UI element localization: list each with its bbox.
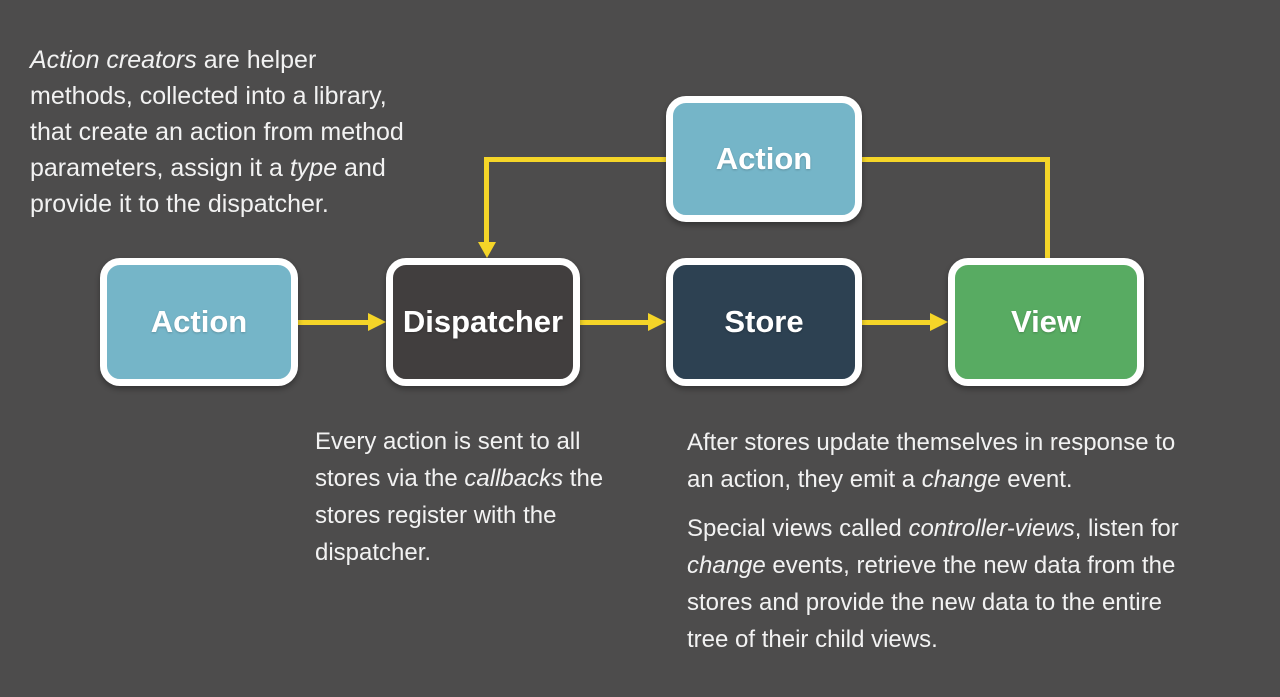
box-action-top: Action bbox=[666, 96, 862, 222]
arrow-view-to-top-action-vline bbox=[1045, 157, 1050, 258]
arrow-store-to-view-head-icon bbox=[930, 313, 948, 331]
box-dispatcher-label: Dispatcher bbox=[402, 304, 564, 339]
box-store-label: Store bbox=[724, 304, 804, 339]
arrow-store-to-view-line bbox=[862, 320, 930, 325]
arrow-dispatcher-to-store-head-icon bbox=[648, 313, 666, 331]
note-store-change: After stores update themselves in respon… bbox=[687, 429, 1176, 493]
arrow-view-to-top-action-hline bbox=[862, 157, 1050, 162]
box-view: View bbox=[948, 258, 1144, 386]
box-action: Action bbox=[100, 258, 298, 386]
arrow-top-action-to-dispatcher-vline bbox=[484, 157, 489, 242]
arrow-top-action-to-dispatcher-hline bbox=[484, 157, 666, 162]
box-store: Store bbox=[666, 258, 862, 386]
note-controller-views: Special views called controller-views, l… bbox=[687, 515, 1179, 653]
arrow-top-action-to-dispatcher-head-icon bbox=[478, 242, 496, 258]
box-action-label: Action bbox=[150, 304, 248, 339]
box-view-label: View bbox=[1010, 304, 1082, 339]
box-action-top-label: Action bbox=[715, 141, 813, 176]
arrow-dispatcher-to-store-line bbox=[580, 320, 648, 325]
arrow-action-to-dispatcher-head-icon bbox=[368, 313, 386, 331]
arrow-action-to-dispatcher-line bbox=[298, 320, 368, 325]
box-dispatcher: Dispatcher bbox=[386, 258, 580, 386]
